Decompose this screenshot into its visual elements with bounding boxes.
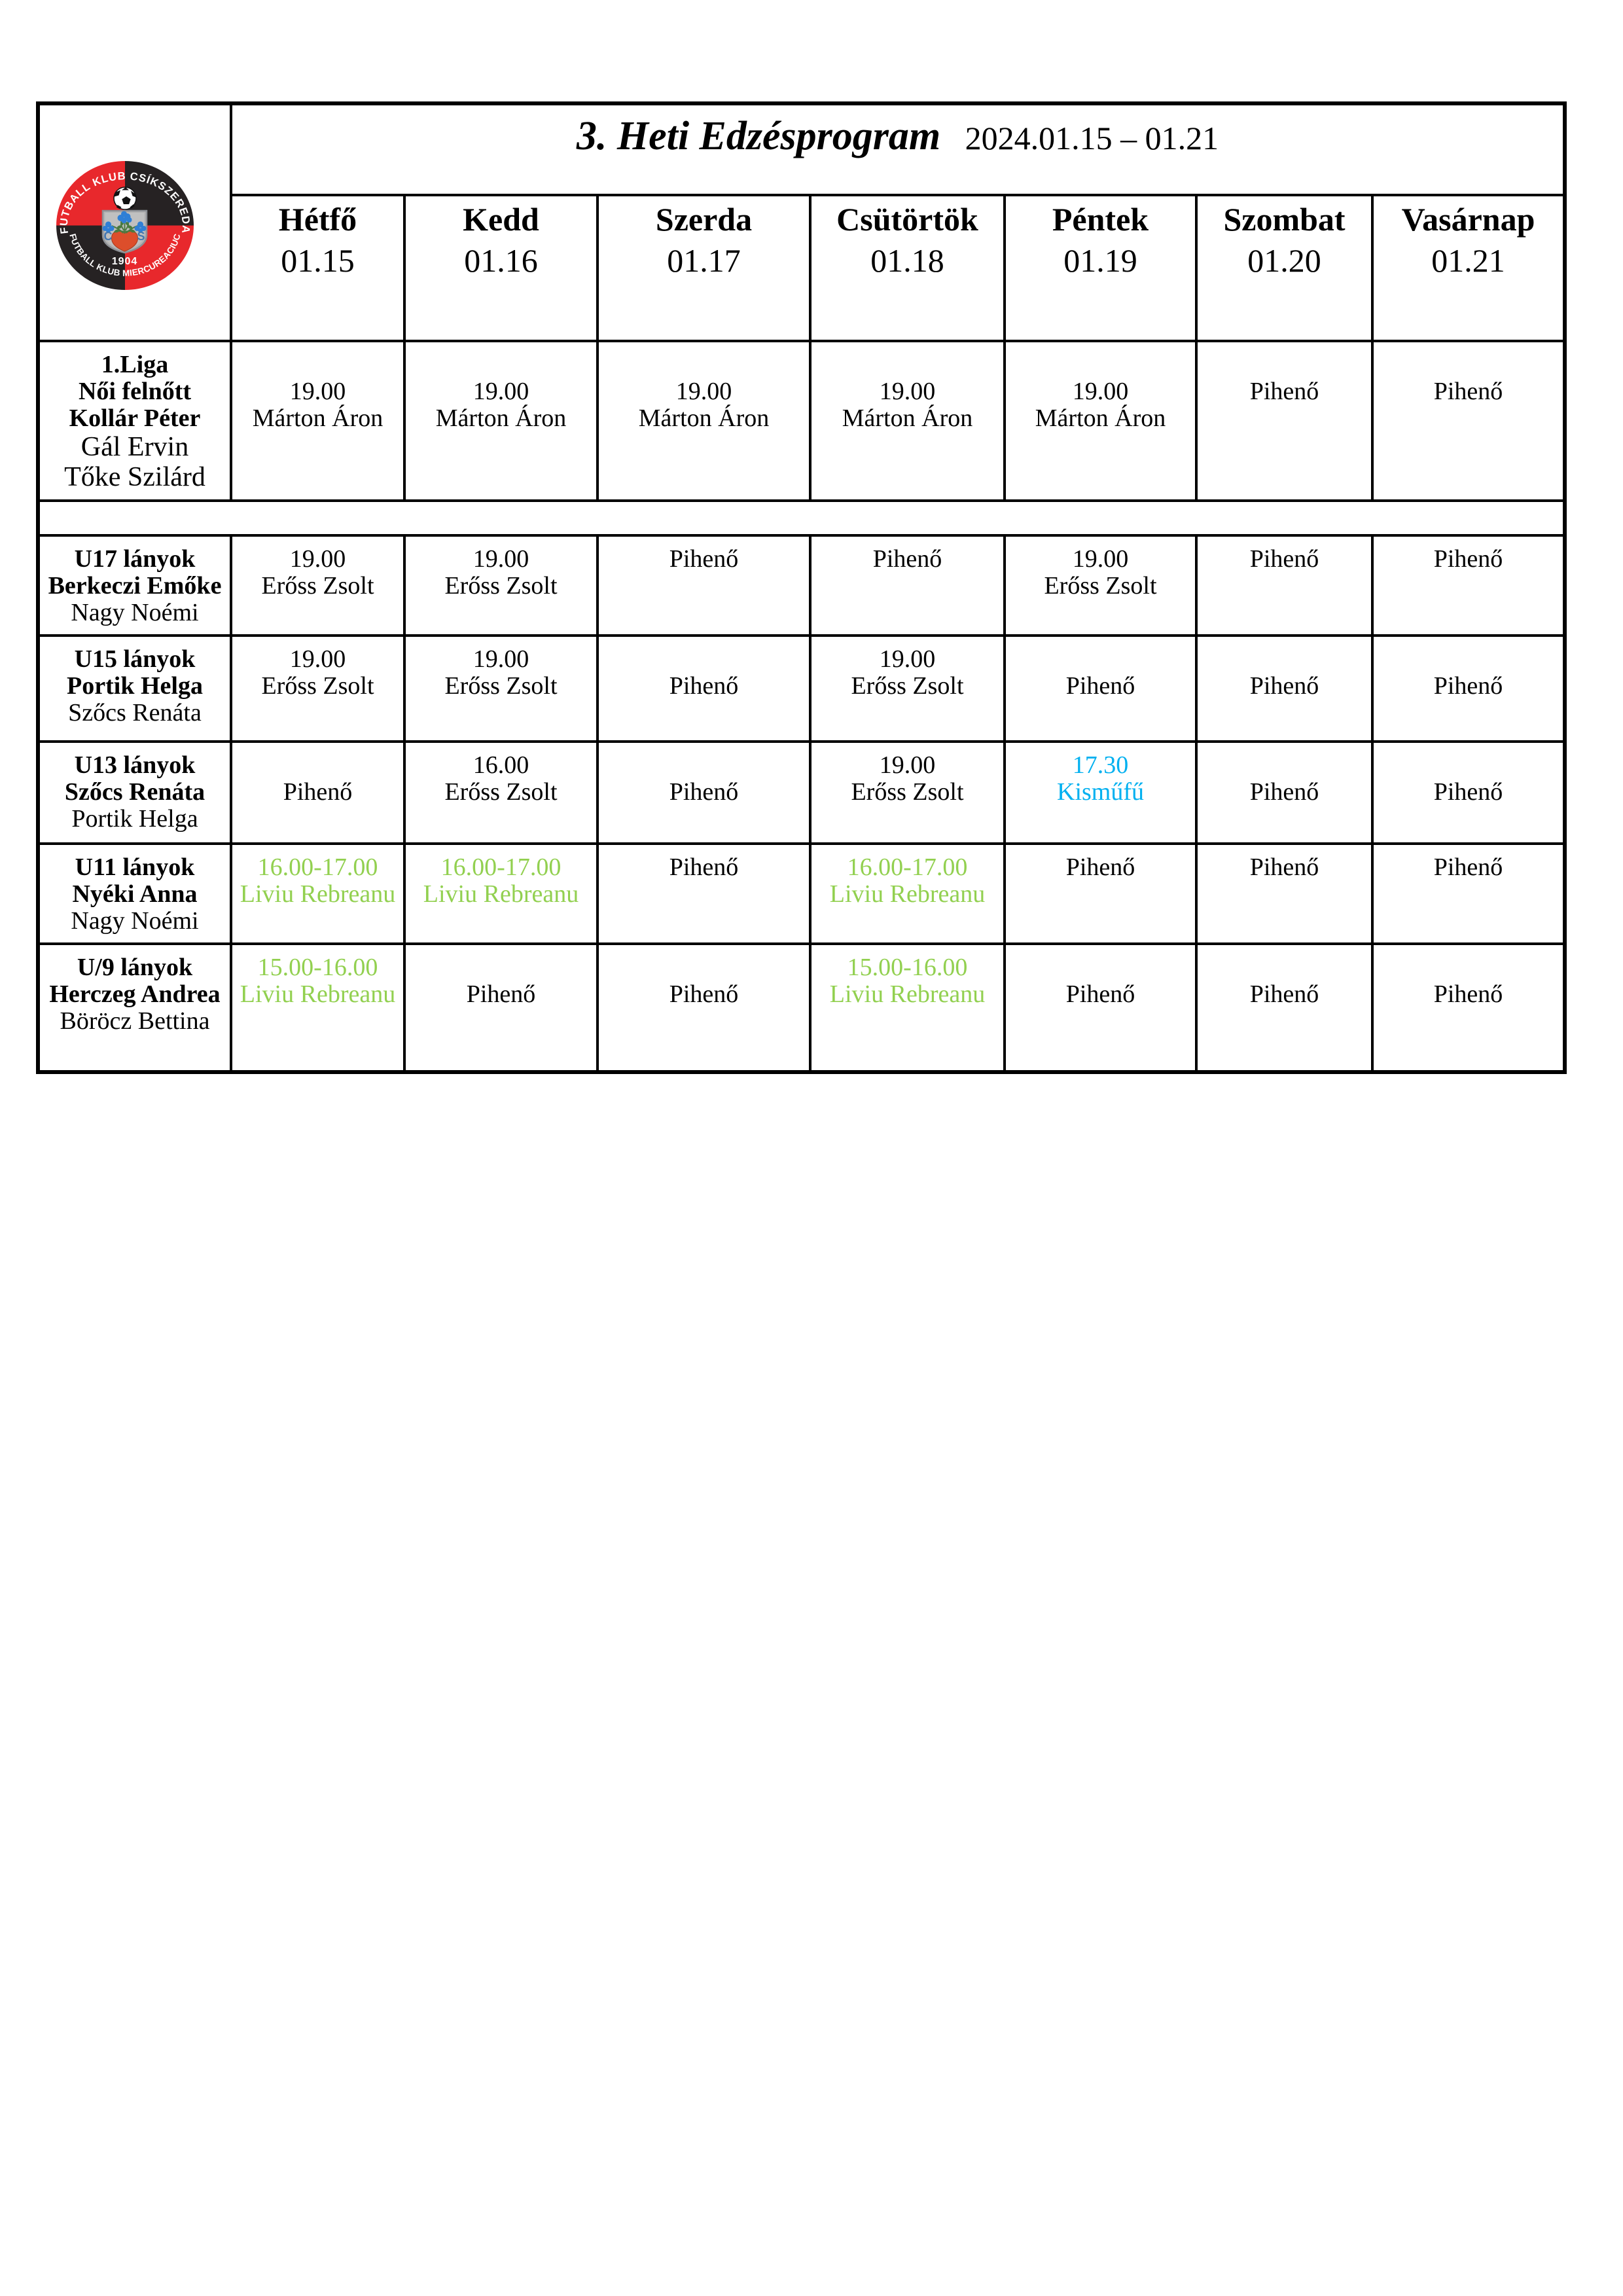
svg-text:S: S [137,230,145,243]
svg-text:C: C [104,230,113,243]
svg-text:1904: 1904 [112,256,138,267]
